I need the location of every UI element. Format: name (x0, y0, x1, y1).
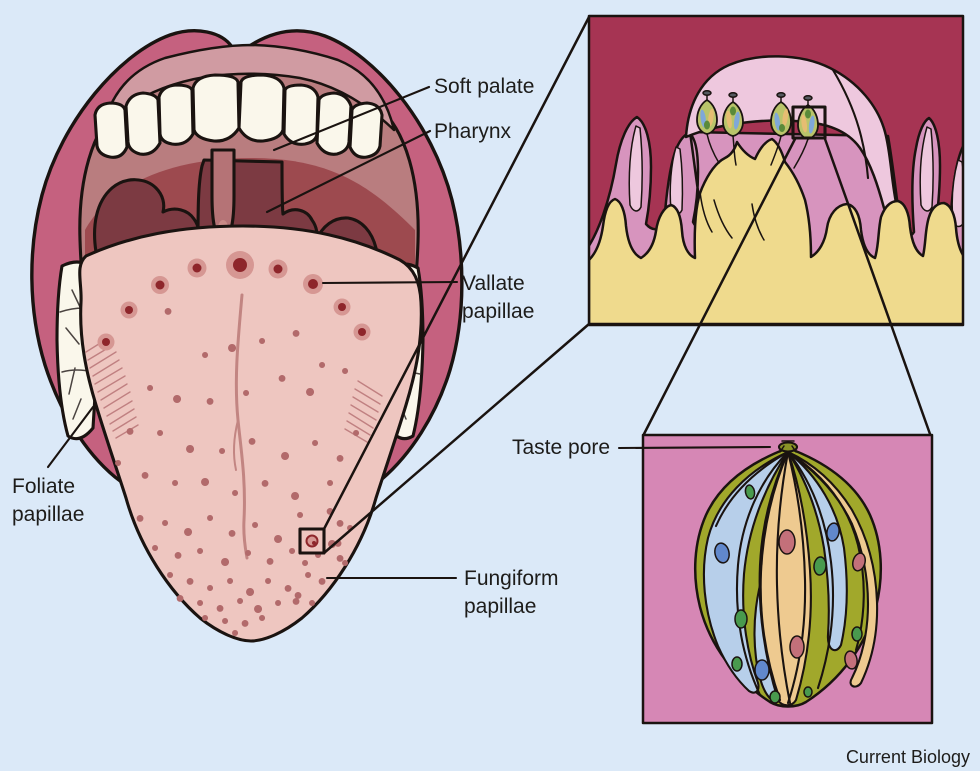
taste-bud-cells (693, 440, 883, 708)
tooth (157, 83, 195, 146)
cell-nuclei (714, 484, 866, 704)
magnified-region-box (298, 527, 326, 555)
taste-pore-structure (777, 440, 799, 453)
fungiform-papillae-dots (115, 308, 360, 636)
tongue-highlight-box (298, 527, 326, 555)
label-fungiform-line2: papillae (464, 595, 536, 618)
taste-bud-inset (641, 433, 934, 725)
label-taste-pore: Taste pore (512, 436, 610, 459)
fungiform-papilla-cap (684, 55, 900, 216)
cell-boundaries (714, 450, 865, 705)
cap-crease (831, 68, 870, 180)
tooth (237, 73, 286, 143)
attribution-text: Current Biology (846, 747, 970, 767)
leader-pharynx (265, 129, 432, 214)
connector-lines-tongue-to-inset (322, 15, 591, 555)
mouth-illustration (30, 29, 464, 643)
label-pharynx: Pharynx (434, 120, 512, 143)
foliate-papillae-hatching-right (344, 380, 383, 443)
label-vallate-line1: Vallate (462, 272, 525, 295)
taste-buds-row (696, 90, 819, 169)
tongue (78, 224, 423, 643)
tooth (282, 83, 320, 146)
inset-border (587, 14, 965, 327)
taste-bud (770, 92, 792, 166)
tooth (315, 91, 353, 156)
nerve-fibers (699, 191, 765, 241)
leader-taste-pore (617, 445, 772, 450)
inset-border (641, 433, 934, 725)
label-vallate-line2: papillae (462, 300, 534, 323)
lamina-propria (589, 137, 963, 325)
taste-bud (696, 90, 720, 164)
upper-teeth (93, 73, 384, 159)
tooth (191, 73, 241, 143)
tooth (348, 101, 384, 159)
filiform-papillae-highlights (628, 125, 963, 228)
tooth-cracks (59, 289, 96, 420)
inset-highlight-box (791, 105, 827, 140)
leader-vallate (321, 280, 459, 285)
tooth (124, 91, 162, 156)
taste-bud (722, 92, 744, 166)
leader-foliate (46, 405, 95, 469)
label-fungiform-line1: Fungiform (464, 567, 559, 590)
vallate-papillae-dots (97, 251, 371, 351)
labels: Soft palate Pharynx Vallate papillae Fol… (12, 75, 970, 767)
connector-lines-inset-to-taste-bud (642, 137, 932, 436)
leader-soft-palate (272, 85, 431, 152)
tongue-median-crease (234, 293, 249, 560)
tooth (93, 101, 129, 159)
leader-lines (46, 85, 772, 580)
papilla-cross-section-inset (587, 14, 965, 327)
label-foliate-line2: papillae (12, 503, 84, 526)
label-soft-palate: Soft palate (434, 75, 534, 98)
tongue-crease-branch (232, 419, 239, 471)
label-foliate-line1: Foliate (12, 475, 75, 498)
